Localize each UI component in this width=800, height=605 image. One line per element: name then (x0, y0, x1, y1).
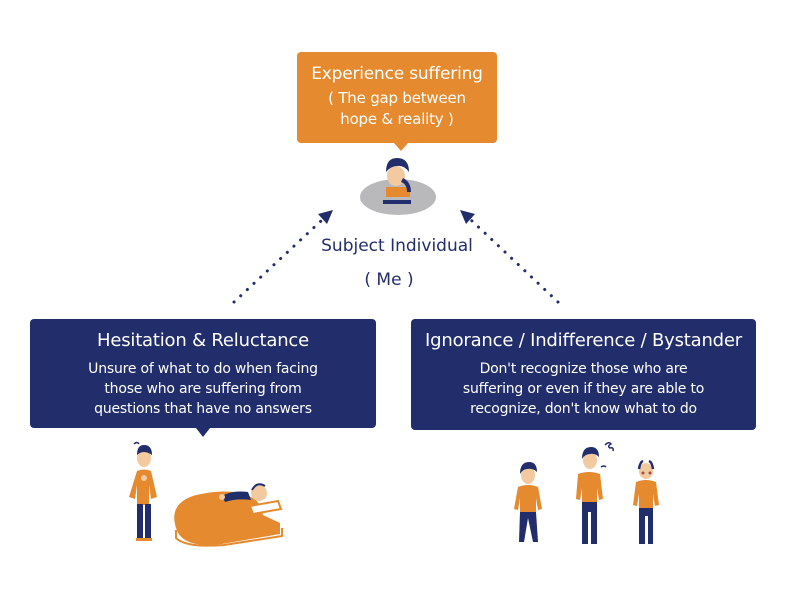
right-dotted-arrow (460, 210, 560, 304)
experience-suffering-title: Experience suffering (311, 64, 483, 84)
ignorance-line: recognize, don't know what to do (470, 401, 697, 417)
experience-suffering-subtitle-1: ( The gap between (328, 89, 466, 107)
experience-suffering-box-tail (394, 143, 408, 151)
ignorance-box: Ignorance / Indifference / Bystander Don… (411, 319, 756, 430)
hesitation-title: Hesitation & Reluctance (97, 330, 309, 351)
patient-in-bed-icon (174, 483, 283, 547)
suffering-person-icon (360, 158, 436, 215)
hesitation-line: those who are suffering from (104, 381, 302, 397)
subject-individual-label: Subject Individual (321, 236, 473, 256)
hesitation-line: questions that have no answers (94, 401, 312, 417)
hesitation-box: Hesitation & Reluctance Unsure of what t… (30, 319, 376, 428)
bystander-2 (576, 441, 614, 544)
ignorance-title: Ignorance / Indifference / Bystander (425, 330, 742, 351)
bystander-group-icon (514, 441, 659, 544)
ignorance-line: Don't recognize those who are (479, 361, 688, 377)
hesitation-box-tail (196, 428, 210, 437)
caregiver-icon (129, 441, 157, 541)
bystander-3 (633, 459, 659, 544)
ignorance-line: suffering or even if they are able to (462, 381, 705, 397)
me-label: ( Me ) (364, 270, 414, 290)
left-dotted-arrow (232, 210, 333, 304)
bystander-1 (514, 462, 542, 542)
experience-suffering-subtitle-2: hope & reality ) (340, 110, 454, 128)
experience-suffering-box: Experience suffering ( The gap between h… (297, 52, 497, 143)
hesitation-line: Unsure of what to do when facing (88, 361, 318, 377)
right-arrowhead-icon (460, 210, 475, 224)
left-arrowhead-icon (318, 210, 333, 224)
